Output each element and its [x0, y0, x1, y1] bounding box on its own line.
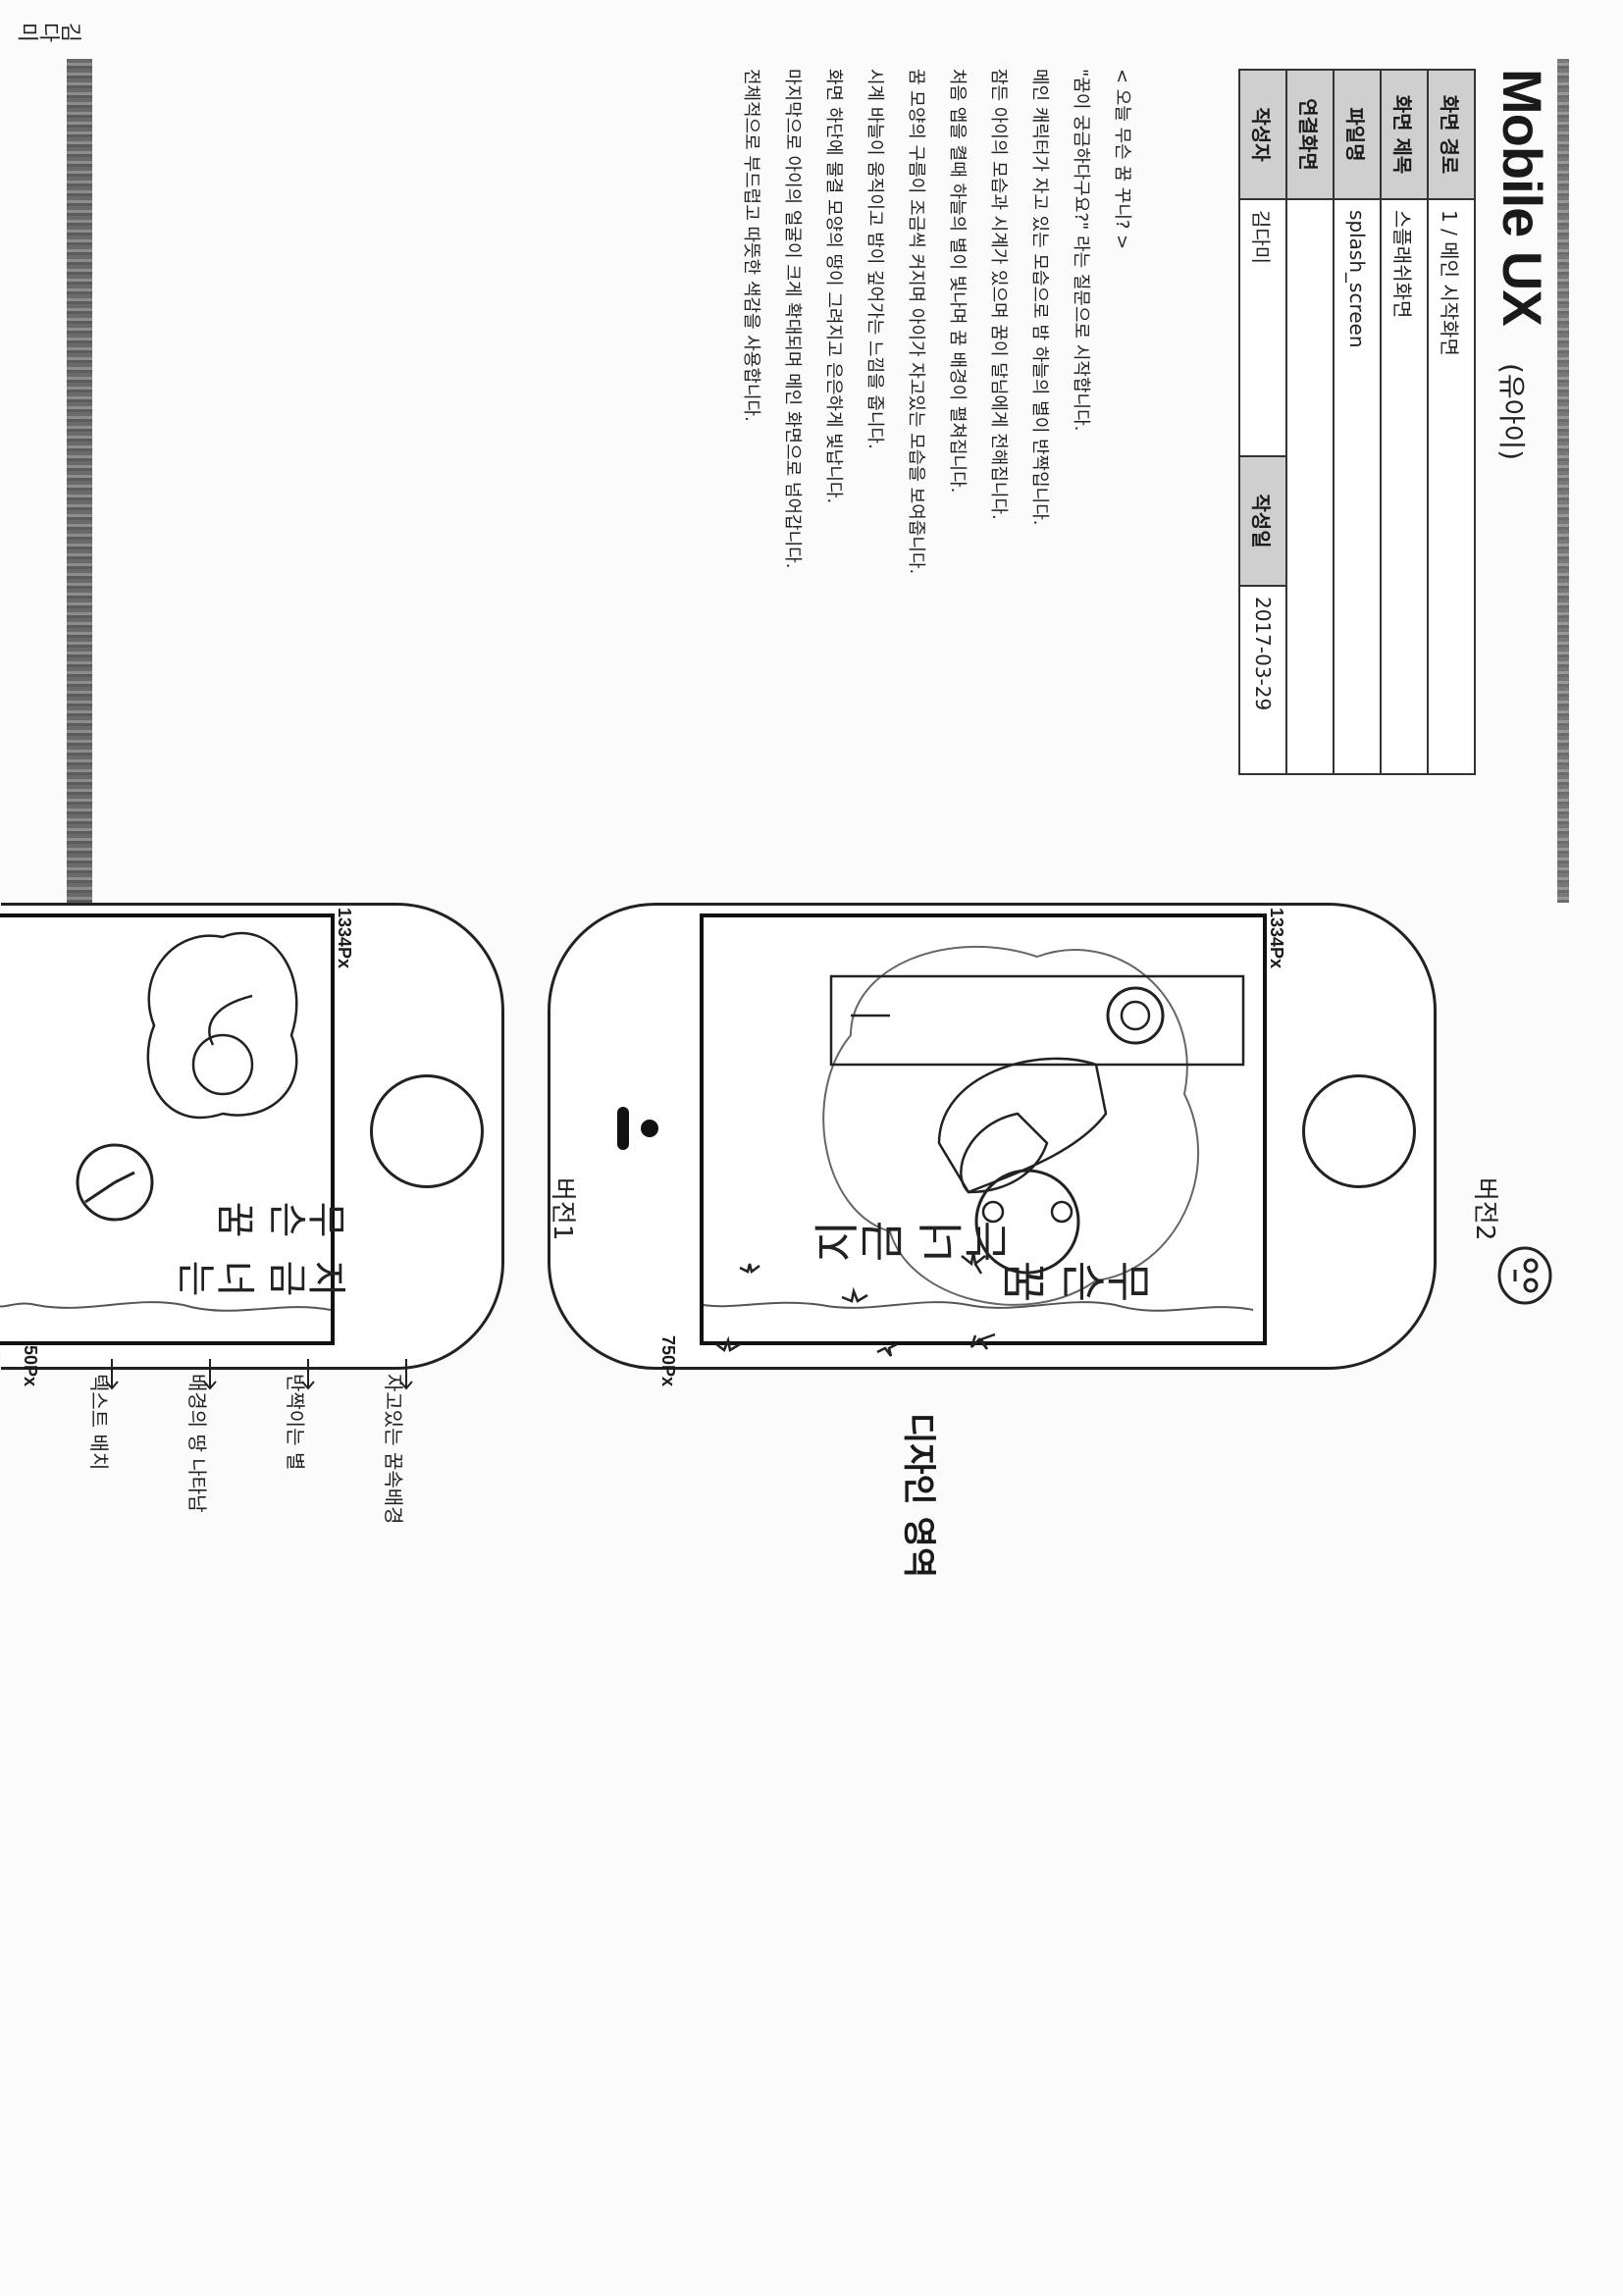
- design-area-title: 디자인 영역: [898, 1413, 946, 1578]
- info-label: 파일명: [1334, 70, 1381, 199]
- info-value: splash_screen: [1334, 199, 1381, 774]
- scan-bar-bottom: [67, 59, 92, 903]
- info-value: [1286, 199, 1334, 774]
- splash-text-v1-line1: 지금 너는: [178, 1246, 347, 1303]
- info-row-file: 파일명 splash_screen: [1334, 70, 1381, 774]
- mobile-ux-title: Mobile UX: [1491, 69, 1554, 326]
- memo-line: 꿈 모양의 구름이 조금씩 커지며 아이가 자고있는 모습을 보여줍니다.: [895, 69, 936, 795]
- note-dream: 자고있는 꿈속배경: [381, 1374, 406, 1531]
- memo-line: < 오늘 무슨 꿈 꾸니? >: [1101, 69, 1142, 795]
- info-row-linked: 연결화면: [1286, 70, 1334, 774]
- splash-text-line2: 무슨 꿈: [1002, 1246, 1152, 1311]
- memo-line: 시계 바늘이 움직이고 밤이 깊어가는 느낌을 줍니다.: [854, 69, 895, 795]
- note-stars: 반짝이는 별: [283, 1374, 308, 1531]
- info-row-author: 작성자 김다미 작성일 2017-03-29: [1239, 70, 1286, 774]
- note-ground: 배경의 땅 나타남: [184, 1374, 210, 1531]
- info-label: 화면 경로: [1428, 70, 1475, 199]
- home-button-icon: [370, 1074, 484, 1188]
- home-button-icon: [1302, 1074, 1416, 1188]
- stars-v2-icon: [701, 1226, 1015, 1383]
- memo-line: 메인 캐릭터가 자고 있는 모습으로 밤 하늘의 별이 반짝입니다.: [1019, 69, 1060, 795]
- info-label: 작성일: [1239, 456, 1286, 586]
- info-label: 화면 제목: [1381, 70, 1428, 199]
- info-value: 스플래쉬화면: [1381, 199, 1428, 774]
- screen-width-label: 1334Px: [334, 908, 354, 968]
- memo-line: 처음 앱을 켤때 하늘의 별이 빛나며 꿈 배경이 펼쳐집니다.: [936, 69, 977, 795]
- note-text: 텍스트 배치: [86, 1374, 112, 1531]
- speaker-icon: [617, 1107, 629, 1150]
- memo-line: 화면 하단에 물결 모양의 땅이 그려지고 은은하게 빛납니다.: [812, 69, 854, 795]
- memo-line: 전체적으로 부드럽고 따뜻한 색감을 사용합니다.: [730, 69, 771, 795]
- version2-label: 버전2: [1469, 1177, 1505, 1240]
- annotation-arrows: [33, 1354, 445, 1393]
- scan-bar-top: [1557, 59, 1569, 903]
- mobile-ux-subtitle: (유아이): [1493, 363, 1533, 460]
- face-doodle-icon: [1495, 1246, 1554, 1305]
- splash-text-v1-line2: 무슨 꿈: [217, 1187, 347, 1244]
- memo-text: < 오늘 무슨 꿈 꾸니? > "꿈이 궁금하다구요?" 라는 질문으로 시작합…: [730, 69, 1142, 795]
- info-value: 1 / 메인 시작화면: [1428, 199, 1475, 774]
- memo-line: 잠든 아이의 모습과 시계가 있으며 꿈이 달님에게 전해집니다.: [977, 69, 1019, 795]
- info-label: 연결화면: [1286, 70, 1334, 199]
- screen-height-label: 750Px: [657, 1335, 678, 1386]
- info-row-path: 화면 경로 1 / 메인 시작화면: [1428, 70, 1475, 774]
- info-value: 2017-03-29: [1239, 586, 1286, 774]
- info-value: 김다미: [1239, 199, 1286, 456]
- screen-width-label: 1334Px: [1266, 908, 1286, 968]
- memo-line: "꿈이 궁금하다구요?" 라는 질문으로 시작합니다.: [1060, 69, 1101, 795]
- version1-label: 버전1: [547, 1177, 583, 1240]
- camera-icon: [641, 1120, 658, 1137]
- info-label: 작성자: [1239, 70, 1286, 199]
- memo-line: 마지막으로 아이의 얼굴이 크게 확대되며 메인 화면으로 넘어갑니다.: [771, 69, 812, 795]
- screen-info-table: 화면 경로 1 / 메인 시작화면 화면 제목 스플래쉬화면 파일명 splas…: [1238, 69, 1476, 775]
- info-row-title: 화면 제목 스플래쉬화면: [1381, 70, 1428, 774]
- author-stamp: 김다미: [18, 14, 82, 45]
